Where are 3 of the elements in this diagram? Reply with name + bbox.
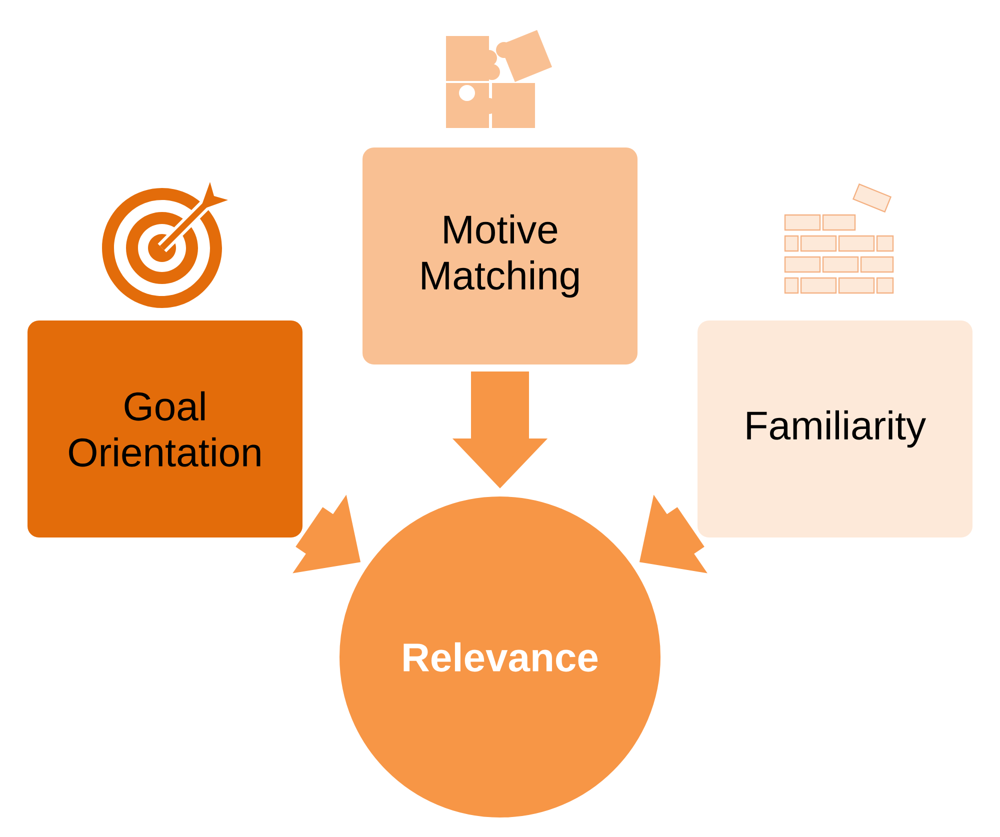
process-box: Motive Matching [358, 142, 642, 370]
process-box: Familiarity [692, 316, 978, 542]
process-box: Goal Orientation [22, 316, 308, 542]
